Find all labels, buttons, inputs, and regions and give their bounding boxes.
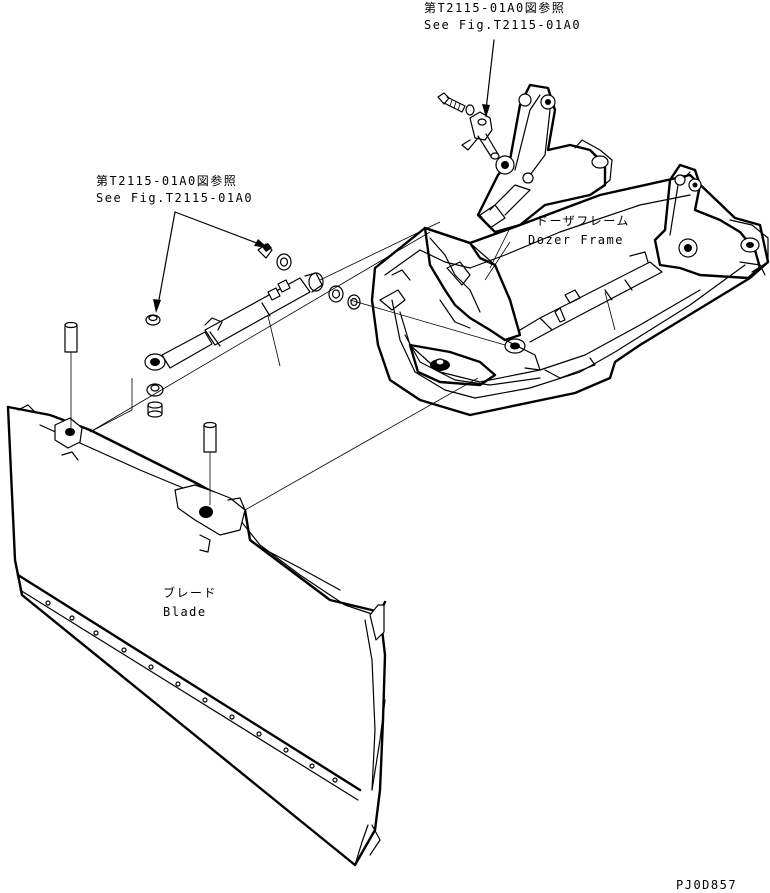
leader-lines <box>70 39 616 511</box>
blade-label-en: Blade <box>163 605 207 619</box>
blade <box>6 404 387 867</box>
pins <box>64 321 217 453</box>
top-hardware <box>437 92 500 160</box>
left-reference-en: See Fig.T2115-01A0 <box>96 191 254 205</box>
top-reference-en: See Fig.T2115-01A0 <box>424 18 582 32</box>
dozer-frame <box>370 83 770 417</box>
top-reference-jp: 第T2115-01A0図参照 <box>424 1 566 15</box>
blade-label-jp: ブレード <box>163 586 218 600</box>
drawing-code: PJ0D857 <box>676 878 738 892</box>
tilt-cylinder <box>144 243 361 418</box>
blade-bolt-holes <box>45 600 338 783</box>
left-reference-jp: 第T2115-01A0図参照 <box>96 174 238 188</box>
dozer-frame-label-en: Dozer Frame <box>528 233 624 247</box>
dozer-frame-label-jp: ドーザフレーム <box>536 214 630 228</box>
